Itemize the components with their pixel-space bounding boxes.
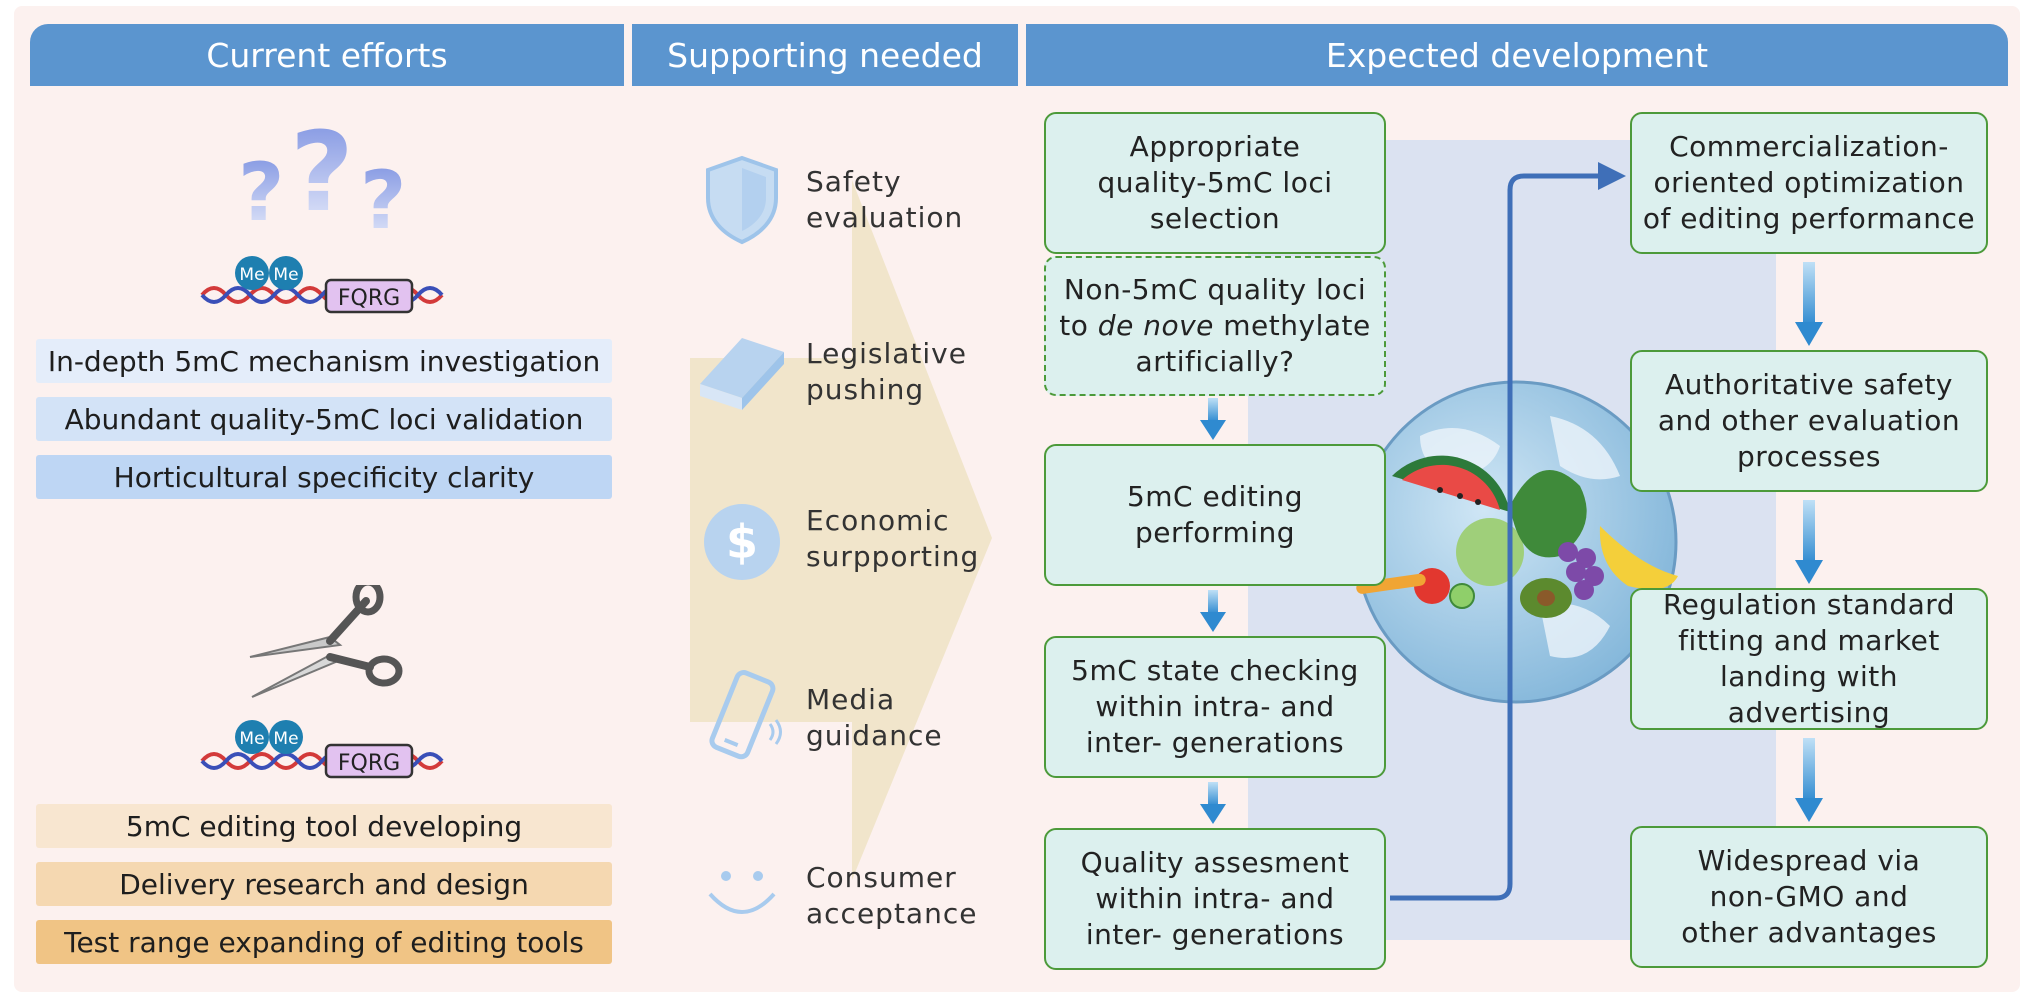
shield-icon [706, 155, 778, 245]
methyl-label: Me [239, 265, 264, 285]
fqrg-label: FQRG [338, 751, 400, 776]
methyl-label: Me [273, 729, 298, 749]
fqrg-label: FQRG [338, 286, 400, 311]
editing-item: Test range expanding of editing tools [36, 920, 612, 964]
cabbage-icon [1456, 518, 1524, 586]
svg-text:?: ? [238, 146, 284, 239]
methyl-label: Me [273, 265, 298, 285]
question-dna-illustration: ? ? ? Me Me FQRG [200, 110, 444, 314]
svg-text:?: ? [290, 110, 354, 236]
smartphone-icon [709, 670, 782, 760]
effort-item: Horticultural specificity clarity [36, 455, 612, 499]
header-current-efforts: Current efforts [30, 24, 624, 86]
scissors-icon [249, 585, 403, 698]
svg-text:?: ? [360, 154, 406, 247]
header-expected-development: Expected development [1026, 24, 2008, 86]
book-icon [700, 338, 784, 410]
dollar-coin-icon: $ [704, 504, 780, 580]
methyl-label: Me [239, 729, 264, 749]
svg-text:$: $ [726, 515, 758, 569]
editing-item: Delivery research and design [36, 862, 612, 906]
banana-icon [1599, 526, 1678, 590]
tomato-icon [1414, 568, 1450, 604]
smiley-icon [708, 871, 776, 914]
effort-item: In-depth 5mC mechanism investigation [36, 339, 612, 383]
cucumber-icon [1449, 583, 1475, 609]
dna-strand-icon: Me Me FQRG [200, 720, 444, 779]
effort-item: Abundant quality-5mC loci validation [36, 397, 612, 441]
scissors-dna-illustration: Me Me FQRG [200, 585, 444, 779]
dna-strand-icon: Me Me FQRG [200, 256, 444, 314]
header-supporting-needed: Supporting needed [632, 24, 1018, 86]
question-marks-icon: ? ? ? [238, 110, 406, 247]
editing-item: 5mC editing tool developing [36, 804, 612, 848]
